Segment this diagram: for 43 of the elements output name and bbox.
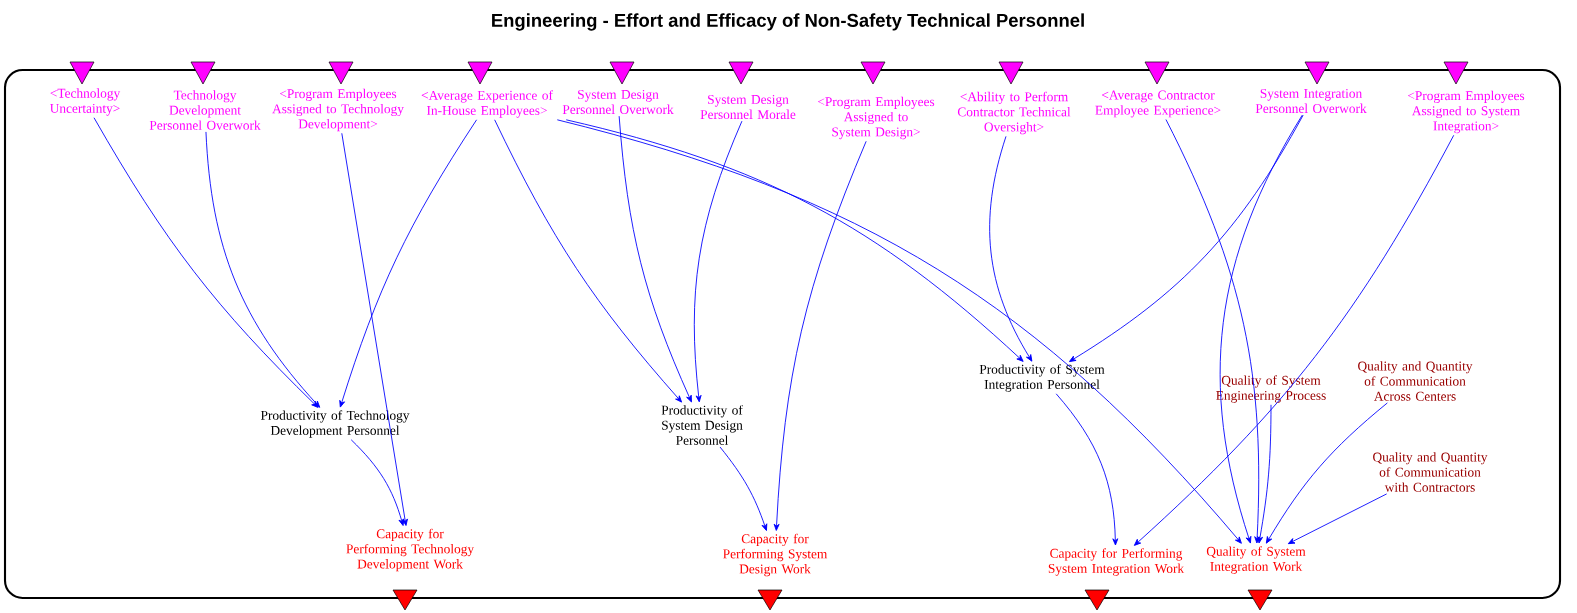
arrow [773,140,867,531]
title: Engineering - Effort and Efficacy of Non-Safety Technical Personnel [492,13,1084,31]
input-variable: <Ability to Perform Contractor Technical Oversight> [957,91,1071,135]
variable: Quality and Quantity of Communication with Contractors [1373,452,1488,492]
arrow [1069,114,1304,362]
arrow [205,131,321,408]
input-variable: <Program Employees Assigned to System Integration> [1408,90,1525,134]
arrow [1165,119,1261,544]
arrow [1287,493,1388,545]
arrow [350,439,405,526]
input-variable: <Average Experience of In-House Employees> [421,90,553,118]
arrow [93,117,319,408]
arrow [1220,114,1303,544]
variable: Productivity of Technology Development Personnel [260,410,410,438]
input-variable: System Design Personnel Morale [700,94,796,120]
arrow [339,119,478,408]
input-variable: Technology Development Personnel Overwork [149,90,261,130]
variable: Quality of System Engineering Process [1216,375,1326,403]
arrow [341,132,408,526]
output-variable: Capacity for Performing System Integration Work [1048,548,1185,576]
input-variable: <Program Employees Assigned to System Design> [818,96,935,140]
arrow [693,120,743,403]
arrow [565,119,1024,362]
output-variable: Quality of System Integration Work [1206,546,1306,574]
input-variable: <Program Employees Assigned to Technology Development> [272,88,404,132]
arrow [618,115,692,403]
arrow [719,446,768,531]
input-variable: System Integration Personnel Overwork [1255,88,1367,114]
variable: Quality and Quantity of Communication Across Centers [1358,361,1473,401]
arrow [1257,404,1272,544]
input-variable: <Technology Uncertainty> [50,88,121,116]
arrow [556,119,1242,544]
arrow [1133,134,1455,546]
arrow [989,135,1033,362]
variable: Productivity of System Integration Personnel [979,364,1105,392]
output-variable: Capacity for Performing Technology Development Work [346,528,475,572]
arrow [1265,402,1388,544]
output-variable: Capacity for Performing System Design Work [723,533,828,577]
input-variable: <Average Contractor Employee Experience> [1095,90,1221,118]
arrow [1055,393,1119,546]
arrow [494,119,683,403]
input-variable: System Design Personnel Overwork [562,89,674,115]
variable: Productivity of System Design Personnel [661,405,743,445]
